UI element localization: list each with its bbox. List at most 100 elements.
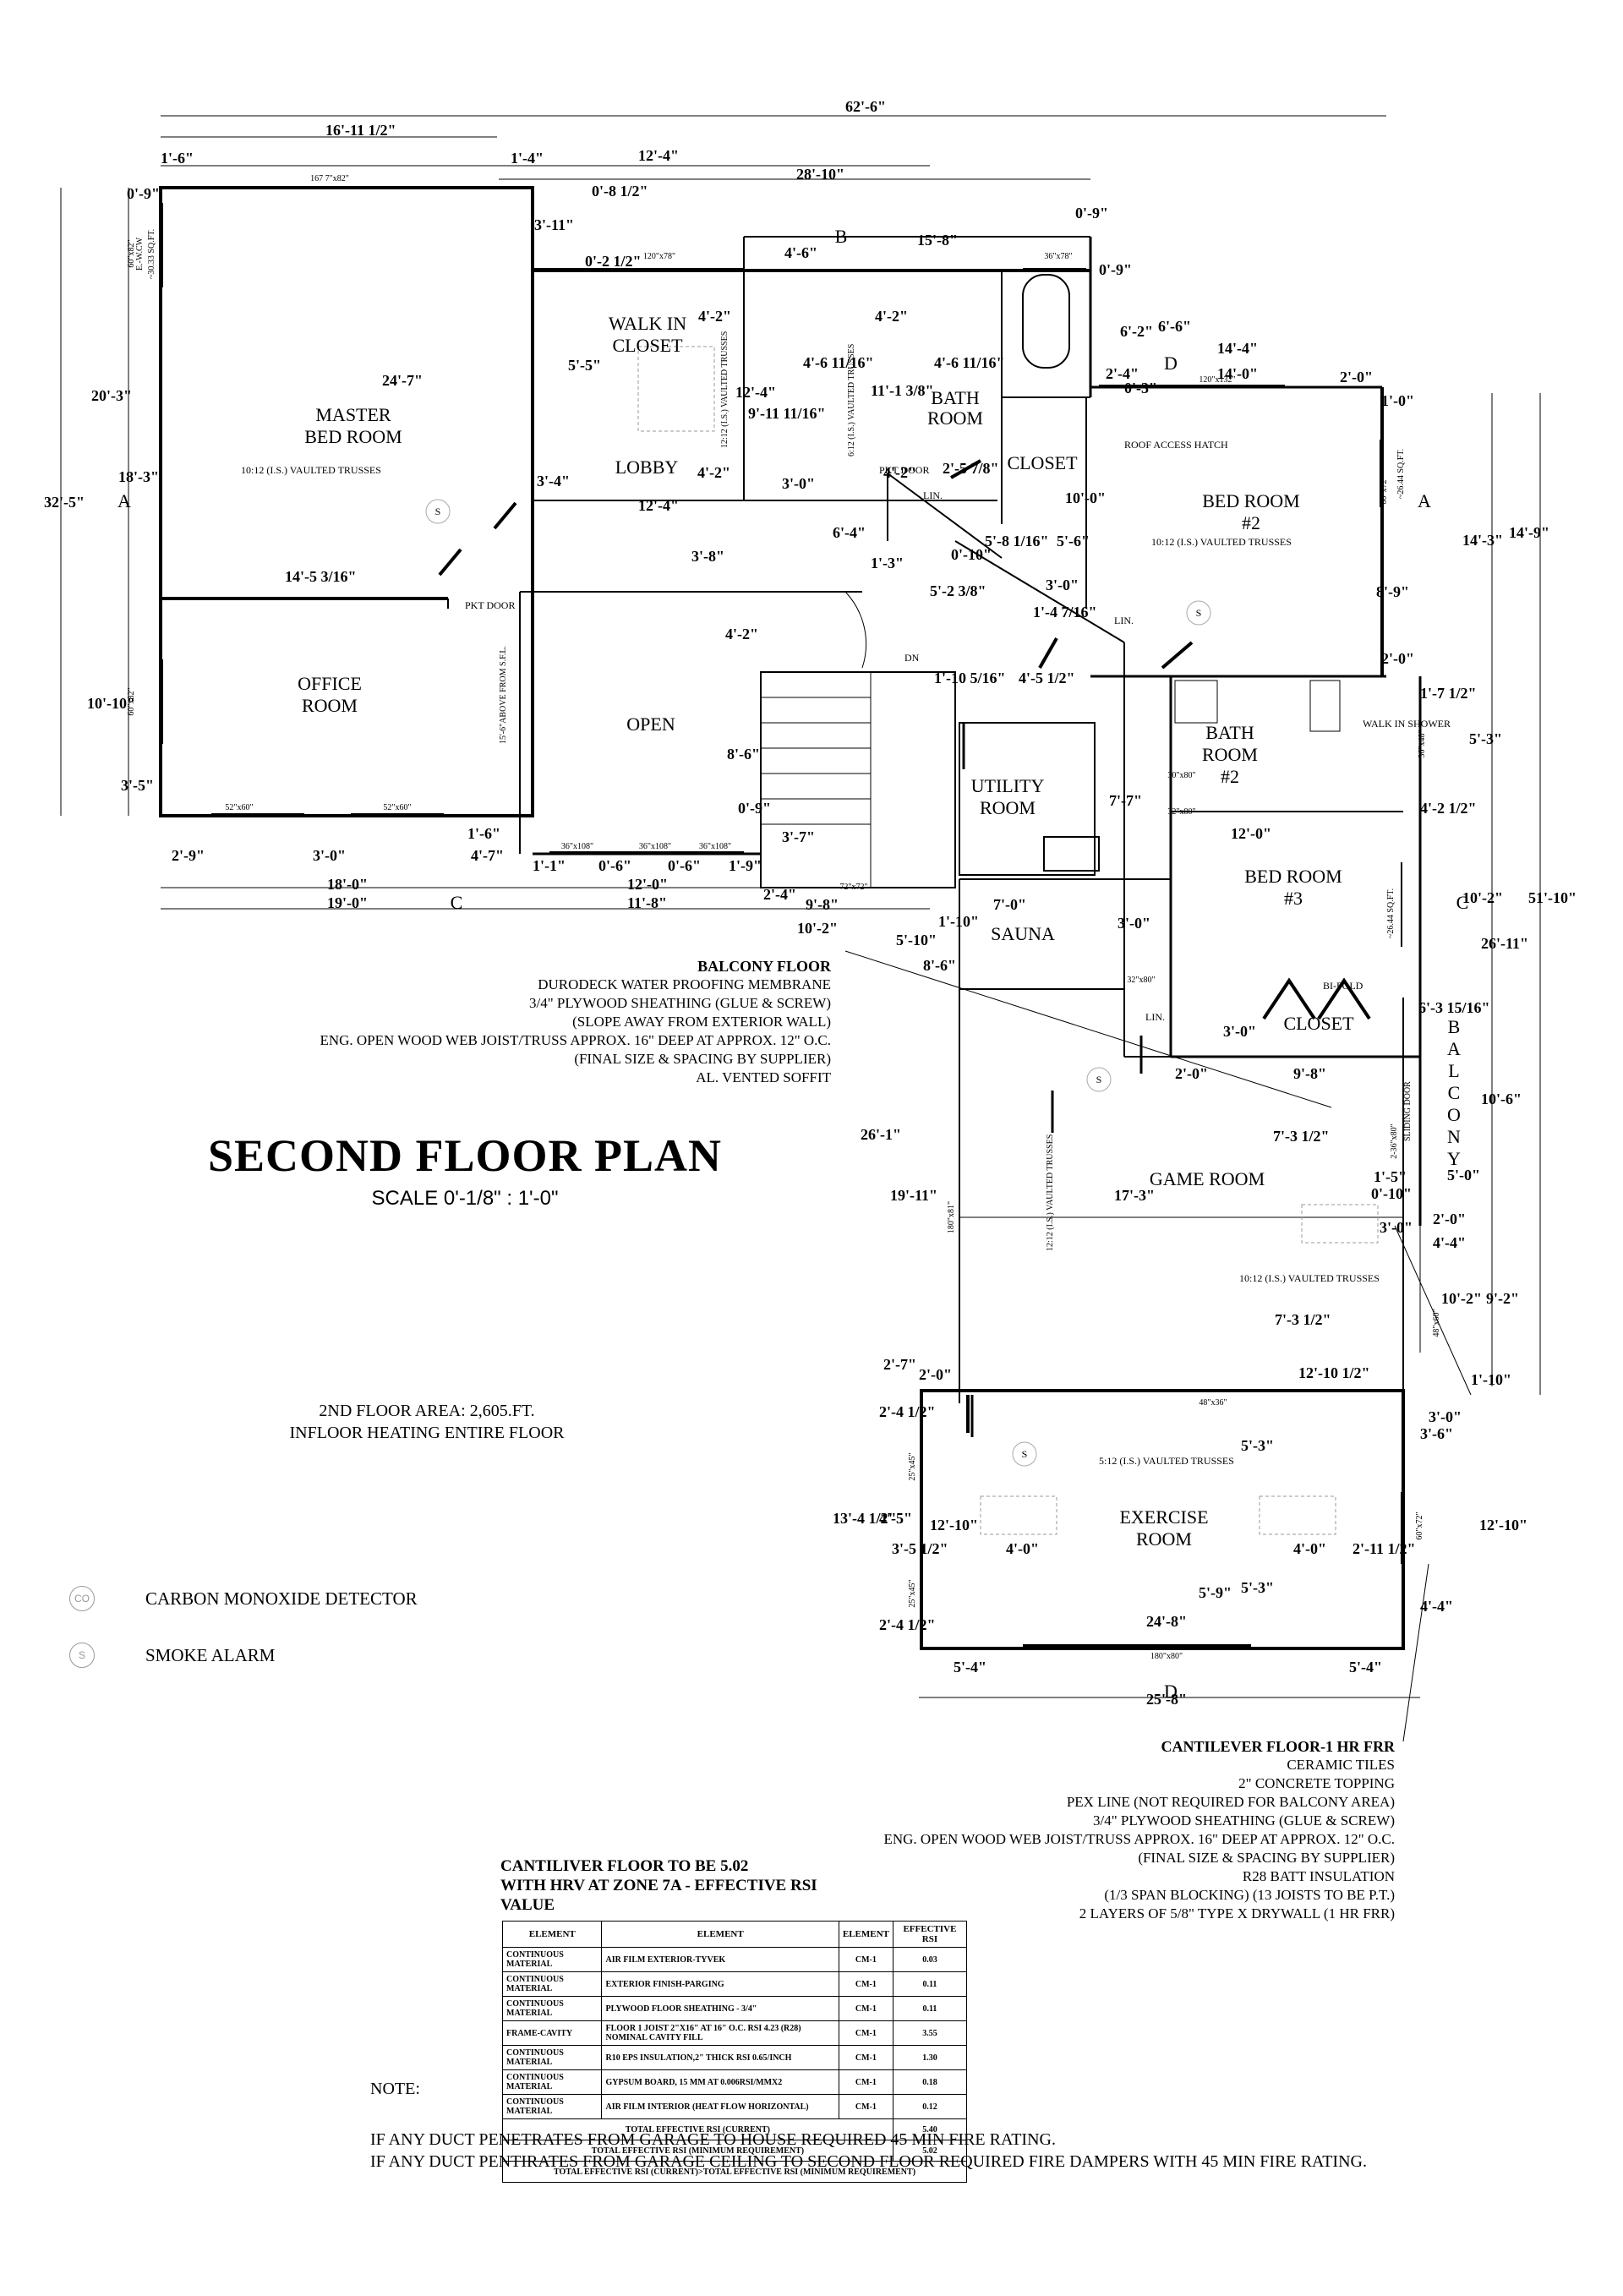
truss-note: 12:12 (I.S.) VAULTED TRUSSES (1046, 1134, 1055, 1251)
section-marker: A (1418, 490, 1431, 511)
dimension-label: 12'-10" (930, 1517, 978, 1533)
note-line: ENG. OPEN WOOD WEB JOIST/TRUSS APPROX. 1… (320, 1032, 831, 1048)
column-header: EFFECTIVE RSI (892, 1921, 968, 1948)
dimension-label: 4'-4" (1420, 1598, 1453, 1615)
dimension-label: 6'-2" (1120, 323, 1153, 340)
table-cell: 1.30 (892, 2045, 968, 2070)
smoke-alarm-icon: S (69, 1643, 95, 1668)
window-size: 36"x78" (1044, 252, 1072, 261)
dimension-label: 20'-3" (91, 387, 132, 404)
note-line: 3/4" PLYWOOD SHEATHING (GLUE & SCREW) (528, 995, 831, 1011)
legend-smoke-label: SMOKE ALARM (145, 1644, 276, 1665)
dimension-label: 9'-11 11/16" (748, 405, 826, 422)
dimension-label: 5'-4" (954, 1659, 986, 1676)
room-label-exercise: ROOM (1136, 1528, 1192, 1550)
section-marker: D (1164, 1681, 1178, 1702)
smoke-alarm-mark: S (1022, 1448, 1028, 1460)
table-row: CONTINUOUS MATERIAL R10 EPS INSULATION,2… (501, 2045, 968, 2070)
dimension-label: 2'-9" (172, 847, 205, 864)
total-label: TOTAL EFFECTIVE RSI (CURRENT) (502, 2118, 893, 2140)
dimension-label: 3'-0" (1118, 915, 1150, 932)
window-size: 32"x80" (1167, 807, 1195, 817)
dimension-label: 1'-9" (729, 857, 762, 874)
roof-access-hatch-label: ROOF ACCESS HATCH (1124, 439, 1228, 451)
legend-co-label: CARBON MONOXIDE DETECTOR (145, 1588, 418, 1609)
room-label-walk-in-closet: WALK IN (609, 313, 686, 334)
dimension-label: 3'-0" (313, 847, 346, 864)
dimension-label: 1'-6" (161, 150, 194, 167)
plan-title-block: SECOND FLOOR PLAN SCALE 0'-1/8" : 1'-0" (169, 1129, 761, 1211)
room-label-bed2: BED ROOM (1202, 490, 1300, 511)
sqft-note: ~26.44 SQ.FT. (1396, 449, 1406, 499)
table-cell: CONTINUOUS MATERIAL (501, 2045, 603, 2070)
egress-note: E.-W.CW (135, 237, 145, 271)
table-cell: AIR FILM EXTERIOR-TYVEK (601, 1947, 839, 1972)
section-marker: D (1164, 353, 1178, 374)
window-size: 52"x60" (225, 803, 253, 812)
dimension-label: 4'-2" (698, 308, 731, 325)
table-cell: FRAME-CAVITY (501, 2020, 603, 2046)
dimension-label: 26'-1" (861, 1126, 901, 1143)
dimension-label: 3'-5" (121, 777, 154, 794)
dimension-label: 5'-3" (1241, 1437, 1274, 1454)
note-line: (FINAL SIZE & SPACING BY SUPPLIER) (574, 1051, 831, 1067)
dimension-label: 4'-0" (1006, 1540, 1039, 1557)
room-label-office: OFFICE (298, 673, 362, 694)
dimension-label: 12'-4" (638, 497, 679, 514)
dimension-label: 5'-8 1/16" (985, 533, 1049, 549)
dimension-label: 4'-2" (875, 308, 908, 325)
dimension-label: 4'-6 11/16" (934, 354, 1005, 371)
note-line: ENG. OPEN WOOD WEB JOIST/TRUSS APPROX. 1… (883, 1831, 1395, 1847)
dimension-label: 28'-10" (796, 166, 844, 183)
room-label-lobby: LOBBY (615, 456, 679, 478)
dimension-label: 4'-5 1/2" (1019, 670, 1075, 686)
room-label-balcony: C (1448, 1082, 1461, 1103)
dimension-label: 62'-6" (845, 98, 886, 115)
room-label-balcony: N (1447, 1126, 1461, 1147)
dimension-label: 10'-0" (1065, 489, 1106, 506)
balcony-floor-title: BALCONY FLOOR (697, 958, 831, 975)
room-label-walk-in-closet: CLOSET (612, 335, 683, 356)
note-line: 2" CONCRETE TOPPING (1238, 1775, 1395, 1791)
window-size: 180"x80" (1150, 1652, 1183, 1661)
table-cell: CM-1 (838, 2045, 893, 2070)
room-label-bath2: ROOM (1202, 744, 1258, 765)
dimension-label: 0'-10" (951, 546, 992, 563)
room-label-bed2: #2 (1242, 512, 1260, 533)
linen-note: LIN. (1114, 615, 1134, 626)
table-total-row: TOTAL EFFECTIVE RSI (CURRENT)>TOTAL EFFE… (502, 2161, 967, 2183)
legend-co: CO CARBON MONOXIDE DETECTOR (69, 1586, 418, 1611)
note-line: DURODECK WATER PROOFING MEMBRANE (538, 976, 831, 992)
dimension-label: 0'-9" (738, 800, 771, 817)
table-total-row: TOTAL EFFECTIVE RSI (MINIMUM REQUIREMENT… (502, 2140, 968, 2162)
table-cell: PLYWOOD FLOOR SHEATHING - 3/4" (601, 1996, 839, 2021)
table-cell: 0.11 (892, 1996, 968, 2021)
table-row: FRAME-CAVITY FLOOR 1 JOIST 2"X16" AT 16"… (501, 2020, 968, 2046)
window-size: 32"x80" (1127, 976, 1155, 985)
dimension-label: 2'-5 7/8" (943, 460, 999, 477)
dimension-label: 10'-2" (1441, 1290, 1482, 1307)
dimension-label: 14'-5 3/16" (285, 568, 357, 585)
truss-note: 6:12 (I.S.) VAULTED TRUSSES (847, 344, 856, 456)
dimension-label: 4'-2 1/2" (1420, 800, 1477, 817)
dimension-label: 4'-0" (1293, 1540, 1326, 1557)
dimension-label: 18'-0" (327, 876, 368, 893)
sqft-note: ~30.33 SQ.FT. (147, 229, 156, 279)
room-label-office: ROOM (302, 695, 358, 716)
dimension-label: 19'-11" (890, 1187, 937, 1204)
table-header-row: ELEMENT ELEMENT ELEMENT EFFECTIVE RSI (501, 1921, 968, 1948)
dimension-label: 12'-10" (1479, 1517, 1527, 1533)
room-label-bath2: #2 (1221, 766, 1239, 787)
dimension-label: 10'-6" (1481, 1091, 1522, 1107)
note-line: R28 BATT INSULATION (1242, 1868, 1395, 1884)
dimension-label: 4'-6" (784, 244, 817, 261)
dimension-label: 11'-1 3/8" (871, 382, 934, 399)
plan-scale: SCALE 0'-1/8" : 1'-0" (371, 1187, 559, 1210)
dimension-label: 3'-0" (1380, 1219, 1413, 1236)
window-size: 72"x72" (839, 883, 867, 892)
dimension-label: 3'-11" (534, 216, 574, 233)
room-label-bath: ROOM (927, 407, 983, 429)
dimension-label: 1'-10" (1471, 1371, 1511, 1388)
dimension-label: 6'-4" (833, 524, 866, 541)
dimension-label: 4'-2" (697, 464, 730, 481)
